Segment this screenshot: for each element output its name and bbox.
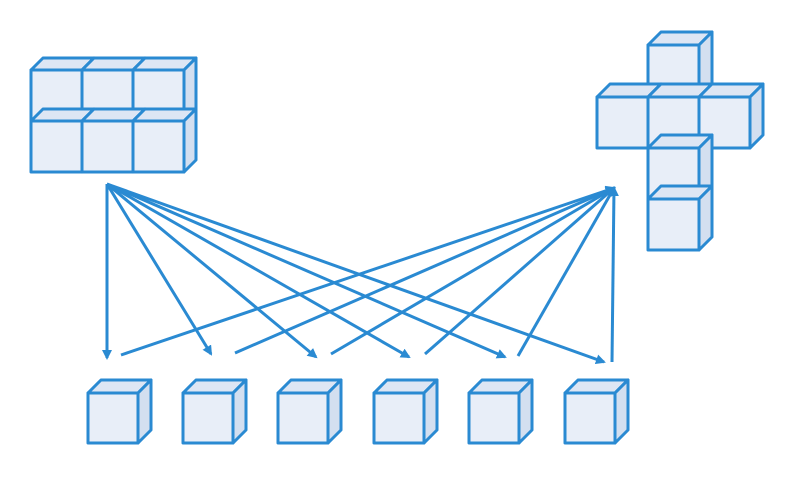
cube-front-face [372, 391, 426, 445]
cube-front-face [467, 391, 521, 445]
arrow-unit-to-target-3 [424, 186, 616, 356]
arrow-source-to-unit-3 [106, 182, 411, 359]
unit-cube-3 [372, 378, 439, 445]
cube-front-face [86, 391, 140, 445]
cube-side-face [517, 378, 534, 445]
arrow-source-to-unit-1 [105, 183, 213, 356]
cube-side-face [613, 378, 630, 445]
cube-side-face [182, 107, 198, 174]
arrow-source-to-unit-4 [106, 182, 507, 359]
unit-cubes-row [86, 378, 630, 445]
target-cube-5 [646, 184, 714, 252]
cube-front-face [563, 391, 617, 445]
cube-front-face [276, 391, 330, 445]
unit-cube-0 [86, 378, 153, 445]
cube-front-face [29, 119, 84, 174]
cube-side-face [748, 82, 765, 150]
unit-cube-4 [467, 378, 534, 445]
source-block-shape [29, 56, 198, 174]
unit-cube-5 [563, 378, 630, 445]
cube-side-face [422, 378, 439, 445]
arrow-unit-to-target-4 [516, 186, 616, 357]
target-cross-shape [595, 30, 765, 252]
cube-front-face [80, 119, 135, 174]
target-cube-3 [697, 82, 765, 150]
arrow-source-to-unit-5 [106, 182, 606, 365]
cube-side-face [326, 378, 343, 445]
source-cube-r1c2 [131, 107, 198, 174]
arrow-source-to-unit-2 [106, 182, 318, 359]
arrow-unit-to-target-1 [234, 186, 616, 355]
unit-cube-2 [276, 378, 343, 445]
cube-front-face [181, 391, 235, 445]
cube-side-face [697, 184, 714, 252]
cube-front-face [595, 95, 650, 150]
arrows-layer [102, 182, 619, 365]
arrow-unit-to-target-5 [608, 186, 619, 363]
cube-front-face [646, 197, 701, 252]
unit-cube-1 [181, 378, 248, 445]
cube-front-face [131, 119, 186, 174]
arrow-unit-to-target-2 [330, 186, 616, 356]
cube-side-face [136, 378, 153, 445]
arrow-unit-to-target-0 [120, 185, 616, 357]
cube-side-face [231, 378, 248, 445]
